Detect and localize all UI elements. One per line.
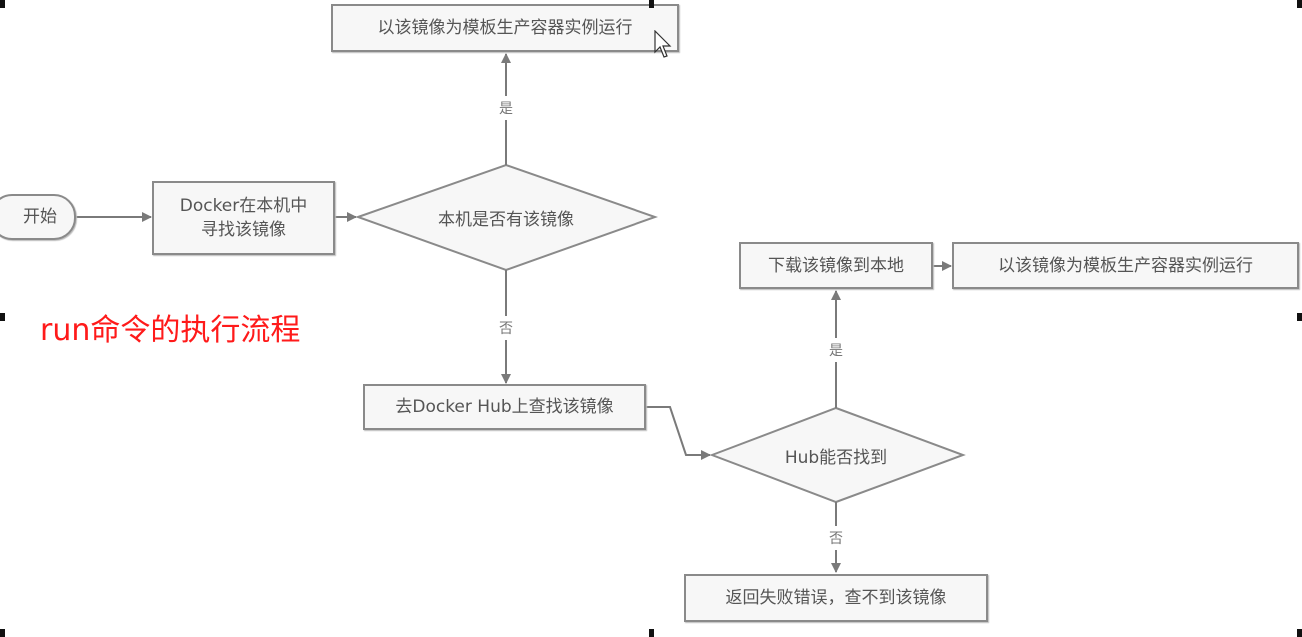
edge-label-hub-no: 否 [826, 526, 846, 550]
local-search-node[interactable]: Docker在本机中 寻找该镜像 [152, 181, 335, 255]
download-node[interactable]: 下载该镜像到本地 [739, 242, 933, 289]
download-label: 下载该镜像到本地 [768, 255, 904, 276]
run-local-node[interactable]: 以该镜像为模板生产容器实例运行 [331, 4, 679, 52]
start-label: 开始 [23, 207, 57, 227]
selection-handle[interactable] [1297, 629, 1302, 637]
selection-handle[interactable] [1297, 313, 1302, 321]
local-search-label-line2: 寻找该镜像 [201, 220, 286, 240]
run-remote-node[interactable]: 以该镜像为模板生产容器实例运行 [952, 242, 1299, 289]
selection-handle[interactable] [0, 313, 5, 321]
edge-label-local-no: 否 [496, 316, 516, 340]
run-local-label: 以该镜像为模板生产容器实例运行 [377, 18, 633, 38]
start-node[interactable]: 开始 [0, 194, 76, 240]
decision-hub-label: Hub能否找到 [784, 447, 888, 468]
run-remote-label: 以该镜像为模板生产容器实例运行 [998, 255, 1253, 276]
decision-local-label: 本机是否有该镜像 [438, 209, 574, 230]
hub-search-label: 去Docker Hub上查找该镜像 [395, 397, 614, 417]
edge-hub-search-to-check [646, 406, 711, 460]
mouse-pointer-icon [654, 30, 672, 58]
decision-local-shape [355, 163, 659, 272]
selection-handle[interactable] [649, 0, 654, 8]
diagram-title: run命令的执行流程 [40, 313, 301, 348]
error-label: 返回失败错误，查不到该镜像 [725, 588, 947, 608]
decision-hub-shape [709, 406, 966, 504]
selection-handle[interactable] [649, 629, 654, 637]
selection-handle[interactable] [1297, 0, 1302, 8]
local-search-label-line1: Docker在本机中 [179, 196, 308, 216]
edge-label-local-yes: 是 [496, 96, 516, 120]
hub-search-node[interactable]: 去Docker Hub上查找该镜像 [363, 384, 646, 430]
error-node[interactable]: 返回失败错误，查不到该镜像 [684, 574, 988, 622]
selection-handle[interactable] [0, 629, 5, 637]
edge-label-hub-yes: 是 [826, 338, 846, 362]
selection-handle[interactable] [0, 0, 5, 8]
